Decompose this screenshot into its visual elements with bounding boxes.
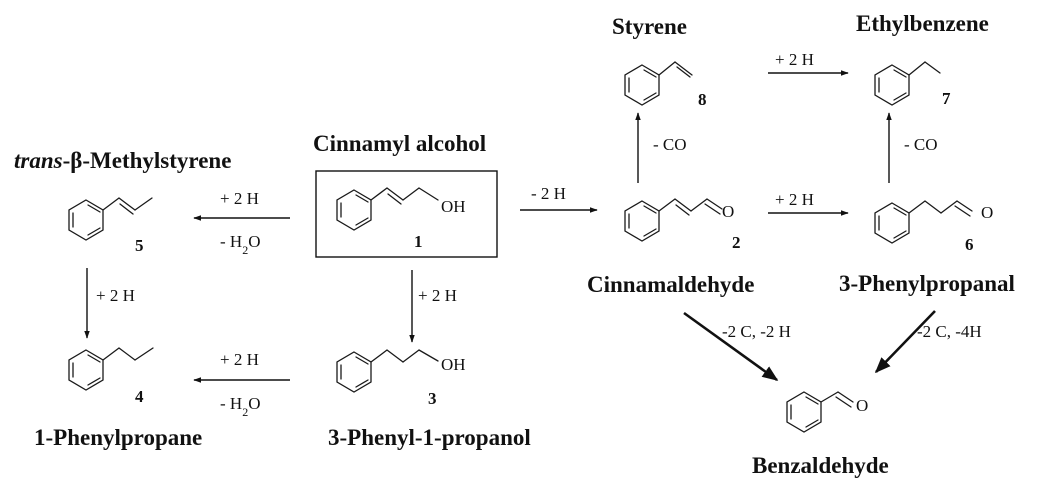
methylstyrene-structure: [68, 197, 153, 241]
cond-6-to-7: - CO: [904, 135, 938, 154]
methylstyrene-name: trans-β-Methylstyrene: [14, 148, 231, 173]
cond-1-to-2: - 2 H: [531, 184, 566, 203]
cinnamaldehyde-name: Cinnamaldehyde: [587, 272, 754, 297]
phenylpropanal-o: O: [981, 203, 993, 222]
styrene-name: Styrene: [612, 14, 687, 39]
cond-3-to-4-top: + 2 H: [220, 350, 259, 369]
benzaldehyde-name: Benzaldehyde: [752, 453, 889, 478]
methylstyrene-name-prefix: trans: [14, 148, 63, 173]
cinnamyl-alcohol-oh: OH: [441, 197, 466, 216]
cond-3-to-4-bottom-suffix: O: [248, 394, 260, 413]
cond-3-to-4-bottom-prefix: - H: [220, 394, 242, 413]
cond-1-to-5-bottom-sub: 2: [242, 243, 248, 257]
phenylpropane-structure: [68, 347, 154, 391]
compound-number-1: 1: [414, 232, 423, 251]
phenylpropanol-structure: [336, 349, 439, 393]
cond-1-to-3: + 2 H: [418, 286, 457, 305]
cinnamaldehyde-o: O: [722, 202, 734, 221]
phenylpropanol-oh: OH: [441, 355, 466, 374]
compound-number-8: 8: [698, 90, 707, 109]
compound-number-5: 5: [135, 236, 144, 255]
styrene-structure: [624, 61, 693, 106]
cinnamyl-alcohol-name: Cinnamyl alcohol: [313, 131, 486, 156]
cinnamaldehyde-structure: [624, 198, 723, 242]
starting-material-box: [315, 170, 498, 258]
cond-1-to-5-bottom-suffix: O: [248, 232, 260, 251]
cinnamyl-alcohol-structure: [336, 187, 439, 231]
benzaldehyde-o: O: [856, 396, 868, 415]
cond-1-to-5-bottom: - H2O: [220, 232, 260, 257]
benzaldehyde-structure: [786, 391, 854, 433]
cond-2-to-8: - CO: [653, 135, 687, 154]
compound-number-6: 6: [965, 235, 974, 254]
phenylpropanol-name: 3-Phenyl-1-propanol: [328, 425, 531, 450]
phenylpropanal-structure: [874, 200, 973, 244]
cond-1-to-5-top: + 2 H: [220, 189, 259, 208]
phenylpropane-name: 1-Phenylpropane: [34, 425, 202, 450]
compound-number-3: 3: [428, 389, 437, 408]
compound-number-2: 2: [732, 233, 741, 252]
arrow-2-to-benzaldehyde: [683, 311, 779, 382]
phenylpropanal-name: 3-Phenylpropanal: [839, 271, 1015, 296]
cond-3-to-4-bottom-sub: 2: [242, 405, 248, 419]
cond-8-to-7: + 2 H: [775, 50, 814, 69]
cond-1-to-5-bottom-prefix: - H: [220, 232, 242, 251]
ethylbenzene-name: Ethylbenzene: [856, 11, 989, 36]
arrow-6-to-benzaldehyde: [874, 310, 936, 374]
cond-5-to-4: + 2 H: [96, 286, 135, 305]
cond-2-to-benzaldehyde: -2 C, -2 H: [722, 322, 791, 341]
methylstyrene-name-rest: -β-Methylstyrene: [63, 148, 232, 173]
cond-6-to-benzaldehyde: -2 C, -4H: [917, 322, 982, 341]
compound-number-4: 4: [135, 387, 144, 406]
ethylbenzene-structure: [874, 61, 941, 106]
compound-number-7: 7: [942, 89, 951, 108]
cond-2-to-6: + 2 H: [775, 190, 814, 209]
cond-3-to-4-bottom: - H2O: [220, 394, 260, 419]
